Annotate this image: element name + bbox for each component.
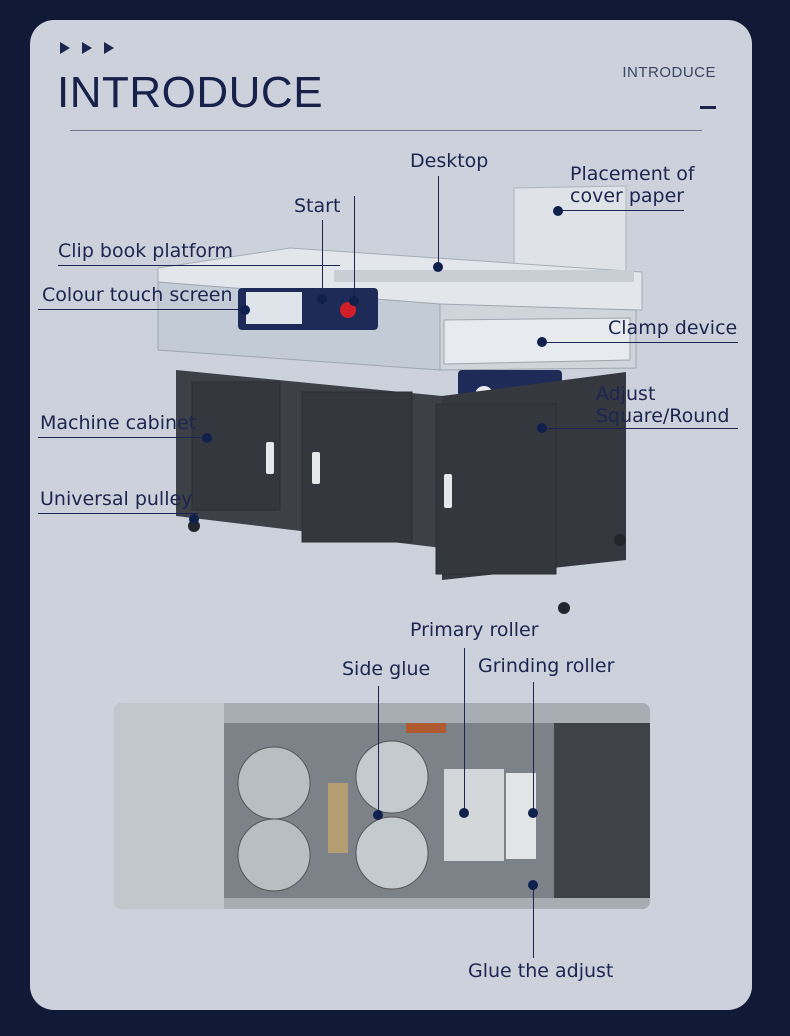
cabinet-front [176,370,442,548]
roller-disc-1 [237,746,311,820]
label-colour-touch-screen: Colour touch screen [42,284,233,306]
wheel-2 [558,602,570,614]
leader-clip-book-vertical [322,220,323,296]
roller-disc-2 [237,818,311,892]
label-clamp-device: Clamp device [608,317,738,339]
marker-colour-touch-screen [240,305,250,315]
marker-grinding-roller [528,808,538,818]
label-machine-cabinet: Machine cabinet [40,412,197,434]
leader-glue-adjust [533,888,534,958]
glue-brush [328,783,348,853]
marker-clamp-device [537,337,547,347]
leader-colour-touch-screen [38,309,250,310]
page-subtitle: INTRODUCE [622,64,716,81]
handle-3 [444,474,452,508]
heater-strip [406,723,446,733]
marker-primary-roller [459,808,469,818]
knob-left [475,386,493,404]
play-arrow-icon [60,42,70,54]
label-side-glue: Side glue [342,658,431,680]
leader-clip-book-platform [58,265,340,266]
leader-grinding-roller [533,682,534,812]
label-desktop: Desktop [410,150,489,172]
label-adjust-line1: Adjust [596,383,656,405]
photo-right-panel [554,723,650,898]
leader-universal-pulley [38,513,198,514]
photo-left-panel [114,703,224,909]
label-clip-book-platform: Clip book platform [58,240,234,262]
desktop-rail [334,270,634,282]
marker-universal-pulley [189,514,199,524]
leader-start [354,196,355,298]
intro-card: INTRODUCE INTRODUCE D [30,20,752,1010]
touch-screen [246,292,302,324]
label-cover-paper-line2: cover paper [570,185,685,207]
marker-clip-book-platform [317,294,327,304]
leader-primary-roller [464,648,465,810]
glue-unit-photo [114,703,650,909]
label-glue-adjust: Glue the adjust [468,960,614,982]
arrow-decoration [60,42,114,54]
cabinet-door-2 [301,391,413,543]
label-primary-roller: Primary roller [410,619,539,641]
leader-cover-paper [558,210,684,211]
header-divider [70,130,702,131]
handle-1 [266,442,274,474]
play-arrow-icon [104,42,114,54]
leader-clamp-device [542,342,738,343]
leader-desktop [438,176,439,264]
subtitle-dash [700,106,716,109]
control-panel [238,288,378,330]
knob-panel [458,370,562,416]
leader-adjust [542,428,738,429]
cabinet-door-1 [191,381,281,511]
play-arrow-icon [82,42,92,54]
knob-right [519,391,537,409]
label-grinding-roller: Grinding roller [478,655,615,677]
primary-roller [444,769,504,861]
label-start: Start [294,195,341,217]
marker-side-glue [373,810,383,820]
marker-cover-paper [553,206,563,216]
marker-machine-cabinet [202,433,212,443]
roller-disc-4 [355,816,429,890]
label-cover-paper-line1: Placement of [570,163,695,185]
marker-desktop [433,262,443,272]
marker-adjust [537,423,547,433]
leader-machine-cabinet [38,437,208,438]
marker-start [349,296,359,306]
handle-2 [312,452,320,484]
wheel-3 [614,534,626,546]
label-universal-pulley: Universal pulley [40,488,193,510]
marker-glue-adjust [528,880,538,890]
page-title: INTRODUCE [57,68,324,117]
roller-disc-3 [355,740,429,814]
leader-side-glue [378,686,379,812]
label-adjust-line2: Square/Round [596,405,730,427]
